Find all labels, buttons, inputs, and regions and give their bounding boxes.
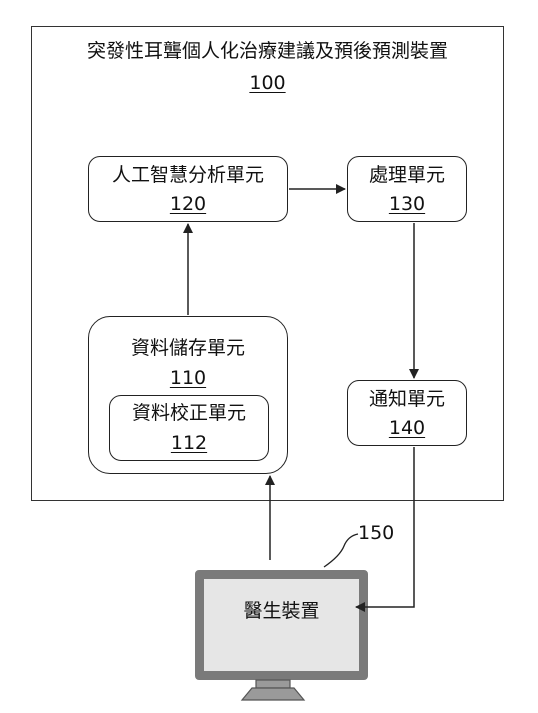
data-storage-number: 110 xyxy=(169,367,207,389)
ai-analysis-label: 人工智慧分析單元 xyxy=(111,164,264,186)
arrow-notification-to-doctor-device xyxy=(355,447,415,612)
ai-analysis-number: 120 xyxy=(169,193,207,215)
notification-label: 通知單元 xyxy=(368,388,445,410)
doctor-device-ref-number: 150 xyxy=(358,522,395,544)
monitor-neck xyxy=(255,679,291,689)
processing-unit: 處理單元 130 xyxy=(347,156,467,222)
data-calibration-number: 112 xyxy=(170,432,208,454)
notification-number: 140 xyxy=(388,417,426,439)
processing-label: 處理單元 xyxy=(368,164,445,186)
processing-number: 130 xyxy=(388,193,426,215)
device-title: 突發性耳聾個人化治療建議及預後預測裝置 xyxy=(86,40,448,62)
notification-unit: 通知單元 140 xyxy=(347,380,467,446)
ai-analysis-unit: 人工智慧分析單元 120 xyxy=(88,156,288,222)
monitor-base xyxy=(240,687,306,701)
data-calibration-unit: 資料校正單元 112 xyxy=(109,395,269,461)
data-storage-unit: 資料儲存單元 110 資料校正單元 112 xyxy=(88,316,288,474)
reference-leader-line xyxy=(323,533,359,568)
doctor-device-label: 醫生裝置 xyxy=(243,600,320,622)
data-calibration-label: 資料校正單元 xyxy=(131,402,246,424)
device-number: 100 xyxy=(249,72,286,94)
data-storage-label: 資料儲存單元 xyxy=(130,337,245,359)
device-boundary xyxy=(31,26,504,501)
doctor-device-monitor xyxy=(195,570,368,680)
